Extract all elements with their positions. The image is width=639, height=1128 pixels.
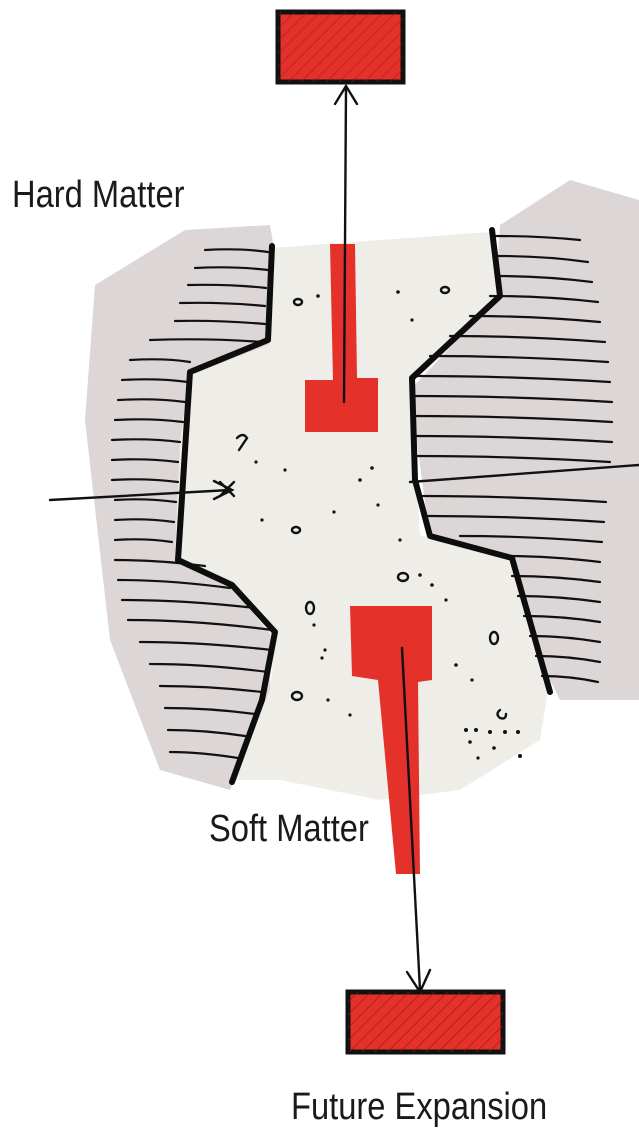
future-expansion-label: Future Expansion xyxy=(291,1086,547,1128)
soft-matter-label: Soft Matter xyxy=(209,808,369,851)
hard-matter-label: Hard Matter xyxy=(12,174,185,217)
